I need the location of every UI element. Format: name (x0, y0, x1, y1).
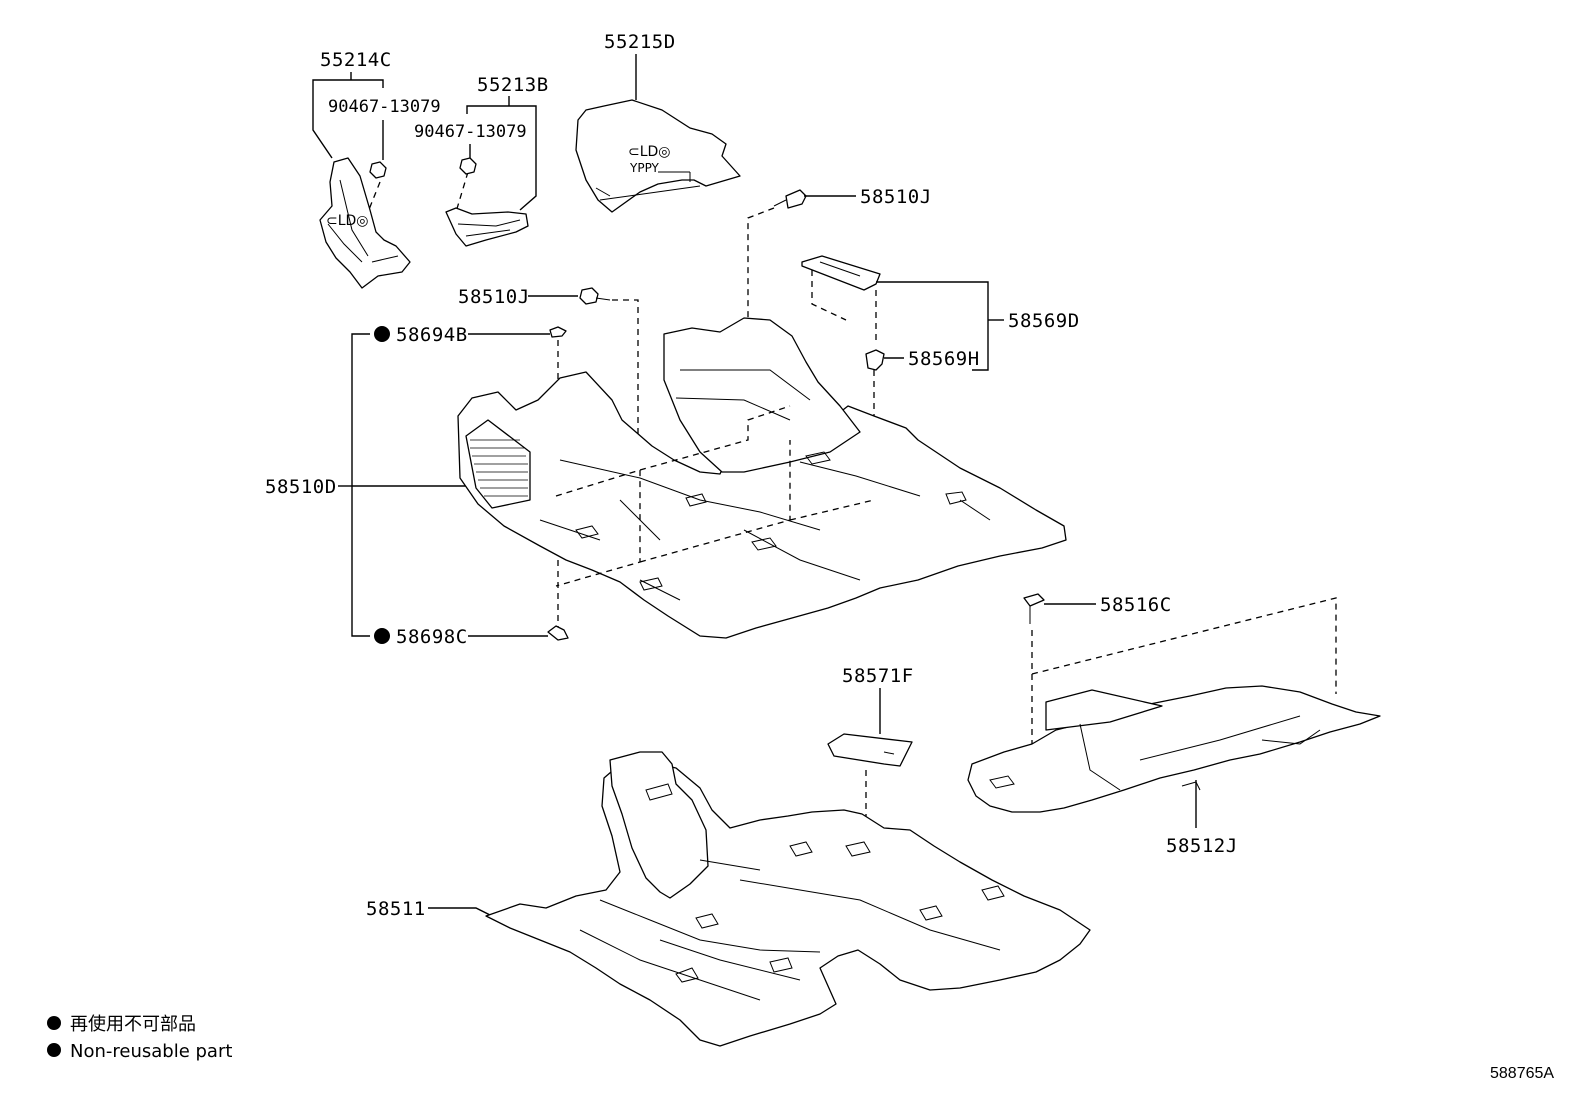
nonreusable-marker-58698C (374, 628, 390, 644)
clip-90467-b (459, 157, 477, 175)
label-90467-13079-a[interactable]: 90467-13079 (328, 97, 441, 117)
clip-58698C (547, 625, 569, 641)
part-58512J-group: 58516C 58512J (967, 593, 1381, 857)
nonreusable-marker-58694B (374, 326, 390, 342)
part-58510J-upper: 58510J (747, 186, 932, 420)
embossed-mark-b: ⊂LD◎ (628, 144, 671, 160)
screw-58510J-left (579, 287, 599, 305)
diagram-id: 588765A (1490, 1065, 1554, 1082)
screw-58516C (1023, 593, 1045, 607)
part-58510D-group: 58510D 58694B 58698C (265, 317, 1067, 648)
clip-90467-a (369, 161, 387, 179)
label-55213B[interactable]: 55213B (477, 74, 549, 96)
label-58512J[interactable]: 58512J (1166, 835, 1238, 857)
embossed-mark-a: ⊂LD◎ (326, 213, 369, 229)
label-58569D[interactable]: 58569D (1008, 310, 1080, 332)
trim-58569D (801, 255, 881, 291)
part-55214C: 55214C 90467-13079 ⊂LD◎ (312, 49, 441, 289)
label-58569H[interactable]: 58569H (908, 348, 980, 370)
carpet-58512J-flap (1045, 689, 1163, 731)
label-58510J-upper[interactable]: 58510J (860, 186, 932, 208)
tunnel-58510D (663, 317, 861, 473)
clip-58694B (549, 326, 567, 338)
label-58510J-left[interactable]: 58510J (458, 286, 530, 308)
label-58511[interactable]: 58511 (366, 898, 426, 920)
part-58511: 58511 (366, 751, 1091, 1047)
screw-58510J-upper (785, 189, 807, 209)
part-55215D: 55215D ⊂LD◎ YPPY (575, 31, 741, 213)
label-90467-13079-b[interactable]: 90467-13079 (414, 122, 527, 142)
embossed-mark-c: YPPY (629, 161, 660, 175)
pad-58571F (827, 733, 913, 767)
carpet-58512J (967, 685, 1381, 813)
legend-bullet-en (47, 1043, 61, 1057)
legend-text-en: Non-reusable part (70, 1041, 232, 1062)
legend-bullet-jp (47, 1016, 61, 1030)
part-55213B: 55213B 90467-13079 (414, 74, 549, 247)
heel-pad-hatch (470, 439, 528, 497)
clip-58569H (865, 349, 885, 371)
part-58571F: 58571F (827, 665, 914, 836)
part-58510J-left: 58510J (458, 286, 639, 460)
label-55215D[interactable]: 55215D (604, 31, 676, 53)
panel-55215D (575, 99, 741, 213)
label-58694B[interactable]: 58694B (396, 324, 468, 346)
label-58516C[interactable]: 58516C (1100, 594, 1172, 616)
legend: 再使用不可部品 Non-reusable part (47, 1014, 232, 1062)
label-58571F[interactable]: 58571F (842, 665, 914, 687)
carpet-58510D (457, 371, 1067, 639)
panel-55213B (445, 207, 529, 247)
tunnel-58511 (609, 751, 709, 899)
label-55214C[interactable]: 55214C (320, 49, 392, 71)
label-58510D[interactable]: 58510D (265, 476, 337, 498)
label-58698C[interactable]: 58698C (396, 626, 468, 648)
legend-text-jp: 再使用不可部品 (70, 1014, 196, 1035)
